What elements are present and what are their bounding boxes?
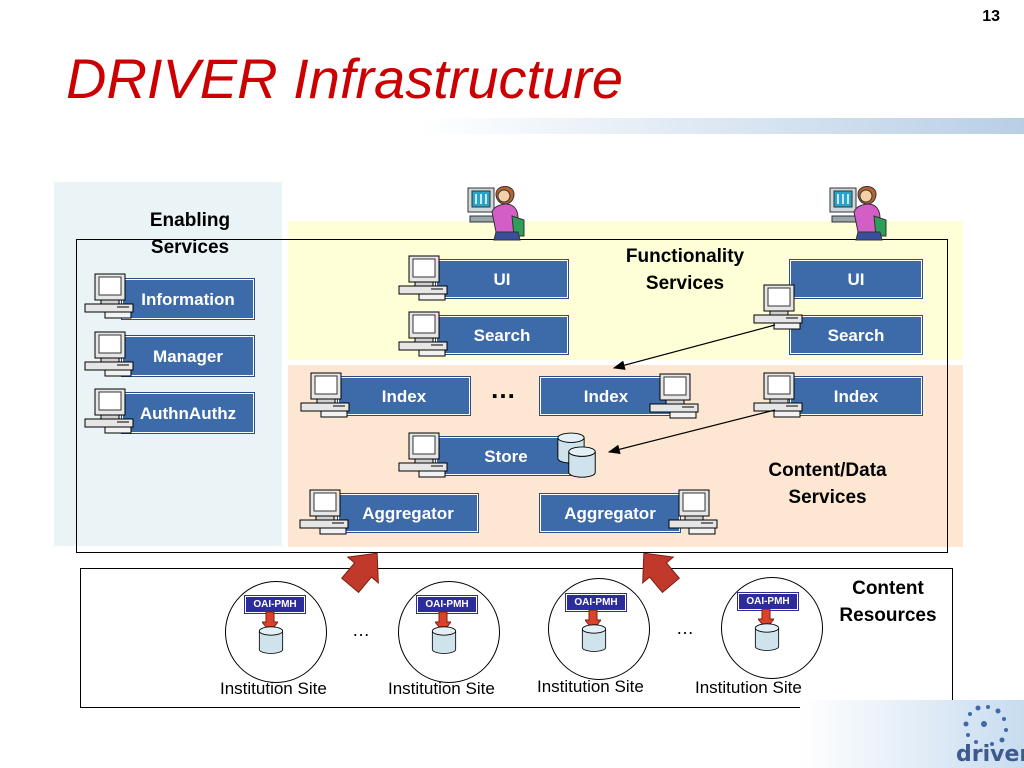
oai-pmh-badge: OAI-PMH [245, 596, 305, 613]
services-ellipsis: … [490, 374, 516, 404]
driver-logo-icon [963, 705, 1008, 746]
institution-site-label-1: Institution Site [220, 679, 327, 698]
institution-site-label-2: Institution Site [388, 679, 495, 698]
desktop-computer-icon [648, 372, 700, 420]
content-resources-label-line2: Resources [839, 605, 937, 626]
page-number: 13 [982, 8, 1000, 25]
database-icon [579, 624, 609, 654]
database-icon [429, 626, 459, 656]
oai-pmh-badge: OAI-PMH [566, 594, 626, 611]
desktop-computer-icon [83, 387, 135, 435]
desktop-computer-icon [397, 254, 449, 302]
driver-logo-text: driver [956, 742, 1024, 767]
desktop-computer-icon [667, 488, 719, 536]
desktop-computer-icon [397, 431, 449, 479]
functionality-label-line2: Services [645, 273, 725, 294]
functionality-services-label: Functionality Services [600, 243, 770, 297]
index-service-box-2: Index [540, 377, 672, 415]
page-title: DRIVER Infrastructure [66, 47, 624, 110]
footer-gradient [800, 700, 1024, 768]
title-underline-gradient [420, 118, 1024, 134]
authnauthz-service-box: AuthnAuthz [122, 393, 254, 433]
content-data-label-line1: Content/Data [768, 460, 887, 481]
index-service-box-3: Index [790, 377, 922, 415]
desktop-computer-icon [83, 272, 135, 320]
information-service-box: Information [122, 279, 254, 319]
database-icon [566, 446, 598, 480]
user-at-workstation-icon [828, 182, 892, 242]
enabling-label-line1: Enabling [149, 210, 231, 231]
desktop-computer-icon [298, 488, 350, 536]
functionality-label-line1: Functionality [625, 246, 745, 267]
content-resources-label-line1: Content [852, 578, 924, 599]
search-service-box-left: Search [436, 316, 568, 354]
desktop-computer-icon [299, 371, 351, 419]
index-service-box-1: Index [338, 377, 470, 415]
oai-pmh-badge: OAI-PMH [417, 596, 477, 613]
ui-service-box-left: UI [436, 260, 568, 298]
enabling-label-line2: Services [150, 237, 230, 258]
institution-site-label-4: Institution Site [695, 678, 802, 697]
user-at-workstation-icon [466, 182, 530, 242]
aggregator-service-box-left: Aggregator [338, 494, 478, 532]
content-data-label-line2: Services [788, 487, 867, 508]
desktop-computer-icon [83, 330, 135, 378]
oai-pmh-badge: OAI-PMH [738, 593, 798, 610]
content-resources-frame [80, 568, 953, 708]
content-data-services-label: Content/Data Services [740, 457, 915, 511]
desktop-computer-icon [752, 371, 804, 419]
ui-service-box-right: UI [790, 260, 922, 298]
search-service-box-right: Search [790, 316, 922, 354]
store-service-box: Store [436, 437, 576, 475]
manager-service-box: Manager [122, 336, 254, 376]
desktop-computer-icon [752, 283, 804, 331]
database-icon [752, 623, 782, 653]
desktop-computer-icon [397, 310, 449, 358]
database-icon [256, 626, 286, 656]
content-resources-label: Content Resources [818, 575, 958, 629]
institution-site-label-3: Institution Site [537, 677, 644, 696]
sites-ellipsis: … [676, 618, 694, 638]
aggregator-service-box-right: Aggregator [540, 494, 680, 532]
sites-ellipsis: … [352, 620, 370, 640]
enabling-services-label: Enabling Services [110, 207, 270, 261]
